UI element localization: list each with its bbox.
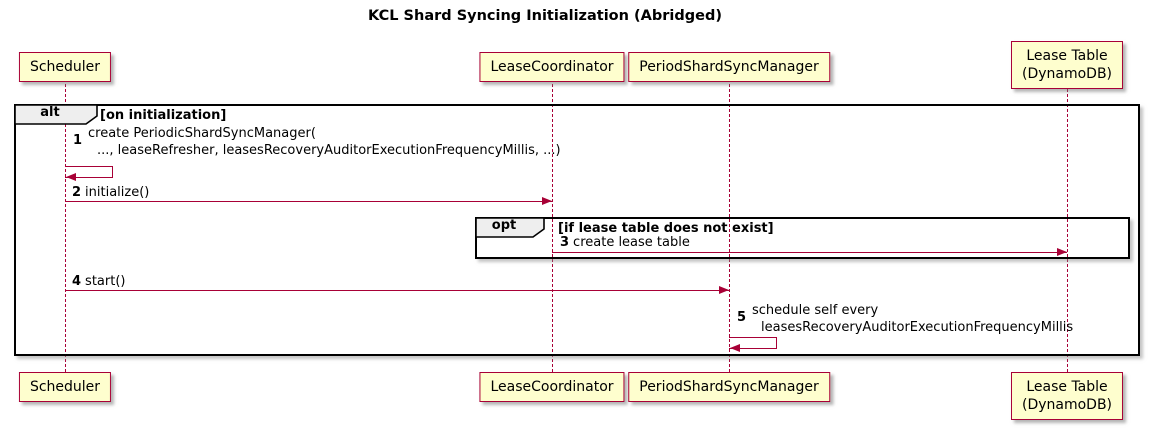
- opt-keyword: opt: [491, 218, 517, 233]
- alt-guard: [on initialization]: [100, 108, 227, 123]
- participant-bottom-period-shard-sync-manager: PeriodShardSyncManager: [628, 372, 830, 402]
- alt-keyword: alt: [40, 105, 60, 120]
- lifeline-period-shard-sync-manager: [729, 84, 730, 372]
- message-1-line2: ..., leaseRefresher, leasesRecoveryAudit…: [97, 143, 561, 158]
- opt-frame-label: opt: [475, 217, 545, 238]
- frame-pentagon-shape: [475, 217, 545, 238]
- message-5-arrowhead-icon: [730, 344, 740, 352]
- message-4-number: 4: [72, 274, 82, 289]
- message-4-arrow: [65, 290, 729, 291]
- lifeline-lease-coordinator: [552, 84, 553, 372]
- message-2-arrowhead-icon: [542, 197, 552, 205]
- participant-top-period-shard-sync-manager: PeriodShardSyncManager: [628, 52, 830, 82]
- participant-top-lease-table: Lease Table (DynamoDB): [1010, 41, 1124, 89]
- diagram-title: KCL Shard Syncing Initialization (Abridg…: [368, 8, 722, 24]
- message-1-self-arrow: [65, 166, 113, 178]
- alt-frame: alt [on initialization]: [14, 104, 1140, 356]
- participant-label: PeriodShardSyncManager: [639, 59, 819, 75]
- message-5-line2: leasesRecoveryAuditorExecutionFrequencyM…: [761, 320, 1074, 335]
- participant-label: Lease Table: [1026, 379, 1108, 395]
- message-3-arrow: [552, 252, 1067, 253]
- participant-bottom-lease-coordinator: LeaseCoordinator: [479, 372, 625, 402]
- message-4-arrowhead-icon: [719, 286, 729, 294]
- frame-pentagon-shape: [14, 104, 98, 125]
- participant-label: PeriodShardSyncManager: [639, 379, 819, 395]
- message-3-arrowhead-icon: [1057, 248, 1067, 256]
- message-2-arrow: [65, 201, 552, 202]
- alt-frame-label: alt: [14, 104, 98, 125]
- message-1-label: create PeriodicShardSyncManager( ..., le…: [88, 125, 561, 159]
- participant-top-scheduler: Scheduler: [18, 52, 112, 82]
- participant-label: LeaseCoordinator: [490, 379, 614, 395]
- lifeline-scheduler: [65, 84, 66, 372]
- message-1-line1: create PeriodicShardSyncManager(: [88, 126, 316, 141]
- participant-label-line2: (DynamoDB): [1021, 397, 1113, 413]
- participant-label: Scheduler: [29, 379, 101, 395]
- opt-frame: opt [if lease table does not exist]: [475, 217, 1130, 259]
- message-5-label: schedule self every leasesRecoveryAudito…: [752, 302, 1073, 336]
- participant-top-lease-coordinator: LeaseCoordinator: [479, 52, 625, 82]
- message-3-number: 3: [560, 235, 570, 250]
- message-2-number: 2: [72, 185, 82, 200]
- participant-bottom-scheduler: Scheduler: [18, 372, 112, 402]
- message-1-arrowhead-icon: [66, 173, 76, 181]
- participant-label-line2: (DynamoDB): [1021, 66, 1113, 82]
- message-4-text: start(): [85, 274, 126, 289]
- participant-bottom-lease-table: Lease Table (DynamoDB): [1010, 372, 1124, 420]
- message-5-number: 5: [737, 310, 747, 325]
- message-3-text: create lease table: [573, 235, 690, 250]
- opt-guard: [if lease table does not exist]: [558, 221, 774, 236]
- participant-label: Scheduler: [29, 59, 101, 75]
- message-5-self-arrow: [729, 337, 777, 349]
- message-2-text: initialize(): [85, 185, 150, 200]
- message-1-number: 1: [73, 133, 83, 148]
- participant-label: Lease Table: [1026, 48, 1108, 64]
- lifeline-lease-table: [1067, 84, 1068, 372]
- message-5-line1: schedule self every: [752, 303, 879, 318]
- participant-label: LeaseCoordinator: [490, 59, 614, 75]
